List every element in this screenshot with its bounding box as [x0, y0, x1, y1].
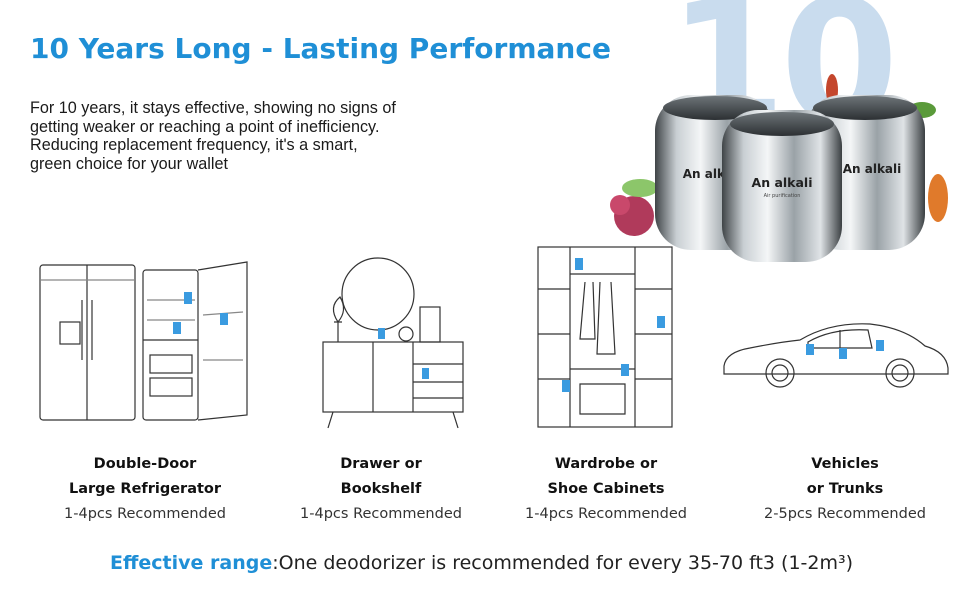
use-case-refrigerator: Double-Door Large Refrigerator 1-4pcs Re… — [45, 452, 245, 527]
use-case-title: or Trunks — [806, 481, 884, 497]
effective-range-text: :One deodorizer is recommended for every… — [272, 552, 854, 574]
carrot-illustration — [928, 174, 948, 222]
deodorizer-marker — [575, 258, 583, 270]
use-case-recommendation: 1-4pcs Recommended — [300, 506, 462, 522]
deodorizer-marker — [173, 322, 181, 334]
deodorizer-marker — [657, 316, 665, 328]
use-case-recommendation: 1-4pcs Recommended — [64, 506, 226, 522]
intro-line: green choice for your wallet — [30, 154, 228, 173]
deodorizer-marker — [422, 368, 429, 379]
deodorizer-marker — [378, 328, 385, 339]
use-case-title: Shoe Cabinets — [547, 481, 665, 497]
intro-line: Reducing replacement frequency, it's a s… — [30, 136, 358, 154]
effective-range-note: Effective range:One deodorizer is recomm… — [110, 552, 853, 574]
use-case-recommendation: 2-5pcs Recommended — [764, 506, 926, 522]
intro-line: For 10 years, it stays effective, showin… — [30, 99, 396, 117]
bookshelf-illustration — [322, 257, 464, 429]
deodorizer-marker — [220, 313, 228, 325]
use-case-title: Large Refrigerator — [68, 481, 222, 497]
deodorizer-marker — [839, 348, 847, 359]
intro-paragraph: For 10 years, it stays effective, showin… — [30, 99, 470, 173]
deodorizer-marker — [806, 344, 814, 355]
canister-brand: An alkali — [843, 162, 902, 176]
canister-brand: An alkali — [752, 175, 813, 190]
use-case-wardrobe: Wardrobe or Shoe Cabinets 1-4pcs Recomme… — [506, 452, 706, 527]
use-case-title: Drawer or — [340, 456, 422, 472]
leaf-illustration — [622, 179, 658, 197]
use-case-title: Double-Door — [93, 456, 197, 472]
use-case-title: Wardrobe or — [554, 456, 658, 472]
car-illustration — [723, 323, 949, 388]
deodorizer-marker — [562, 380, 570, 392]
use-case-bookshelf: Drawer or Bookshelf 1-4pcs Recommended — [281, 452, 481, 527]
deodorizer-marker — [876, 340, 884, 351]
deodorizer-marker — [184, 292, 192, 304]
canister-front: An alkali Air purification — [722, 110, 842, 262]
canister-subtitle: Air purification — [764, 193, 801, 199]
use-case-title: Bookshelf — [340, 481, 422, 497]
wardrobe-illustration — [537, 246, 673, 428]
refrigerator-illustration — [39, 261, 248, 421]
product-canisters-image: An alkali An alkali An alkali Air purifi… — [610, 74, 948, 262]
intro-line: getting weaker or reaching a point of in… — [30, 117, 380, 136]
page-title: 10 Years Long - Lasting Performance — [30, 32, 611, 65]
use-case-recommendation: 1-4pcs Recommended — [525, 506, 687, 522]
deodorizer-marker — [621, 364, 629, 376]
use-case-title: Vehicles — [811, 456, 879, 472]
use-case-vehicle: Vehicles or Trunks 2-5pcs Recommended — [745, 452, 945, 527]
effective-range-label: Effective range — [110, 552, 273, 574]
onion-illustration — [610, 195, 630, 215]
